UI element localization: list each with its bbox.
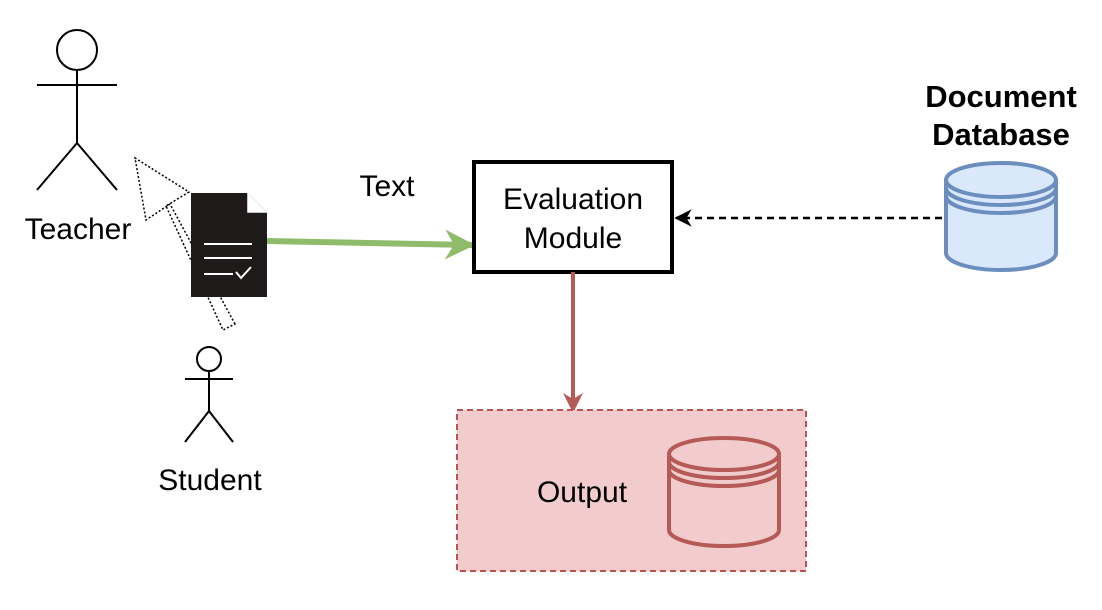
output-database-icon (667, 436, 781, 548)
text-flow-arrow (265, 229, 475, 260)
document-database-label-line1: Document (925, 79, 1077, 114)
evaluation-module-box (472, 160, 674, 274)
document-check-icon (191, 193, 267, 297)
database-cylinder-icon (944, 161, 1058, 272)
teacher-label: Teacher (25, 213, 132, 246)
teacher-actor-icon (36, 29, 118, 191)
student-actor-icon (184, 346, 234, 443)
output-label: Output (537, 476, 628, 509)
evaluation-module-label-line1: Evaluation (503, 183, 643, 216)
evaluation-module-label-line2: Module (524, 222, 622, 255)
student-label: Student (158, 464, 262, 497)
document-database-label-line2: Database (932, 117, 1070, 152)
text-edge-label: Text (359, 170, 415, 203)
